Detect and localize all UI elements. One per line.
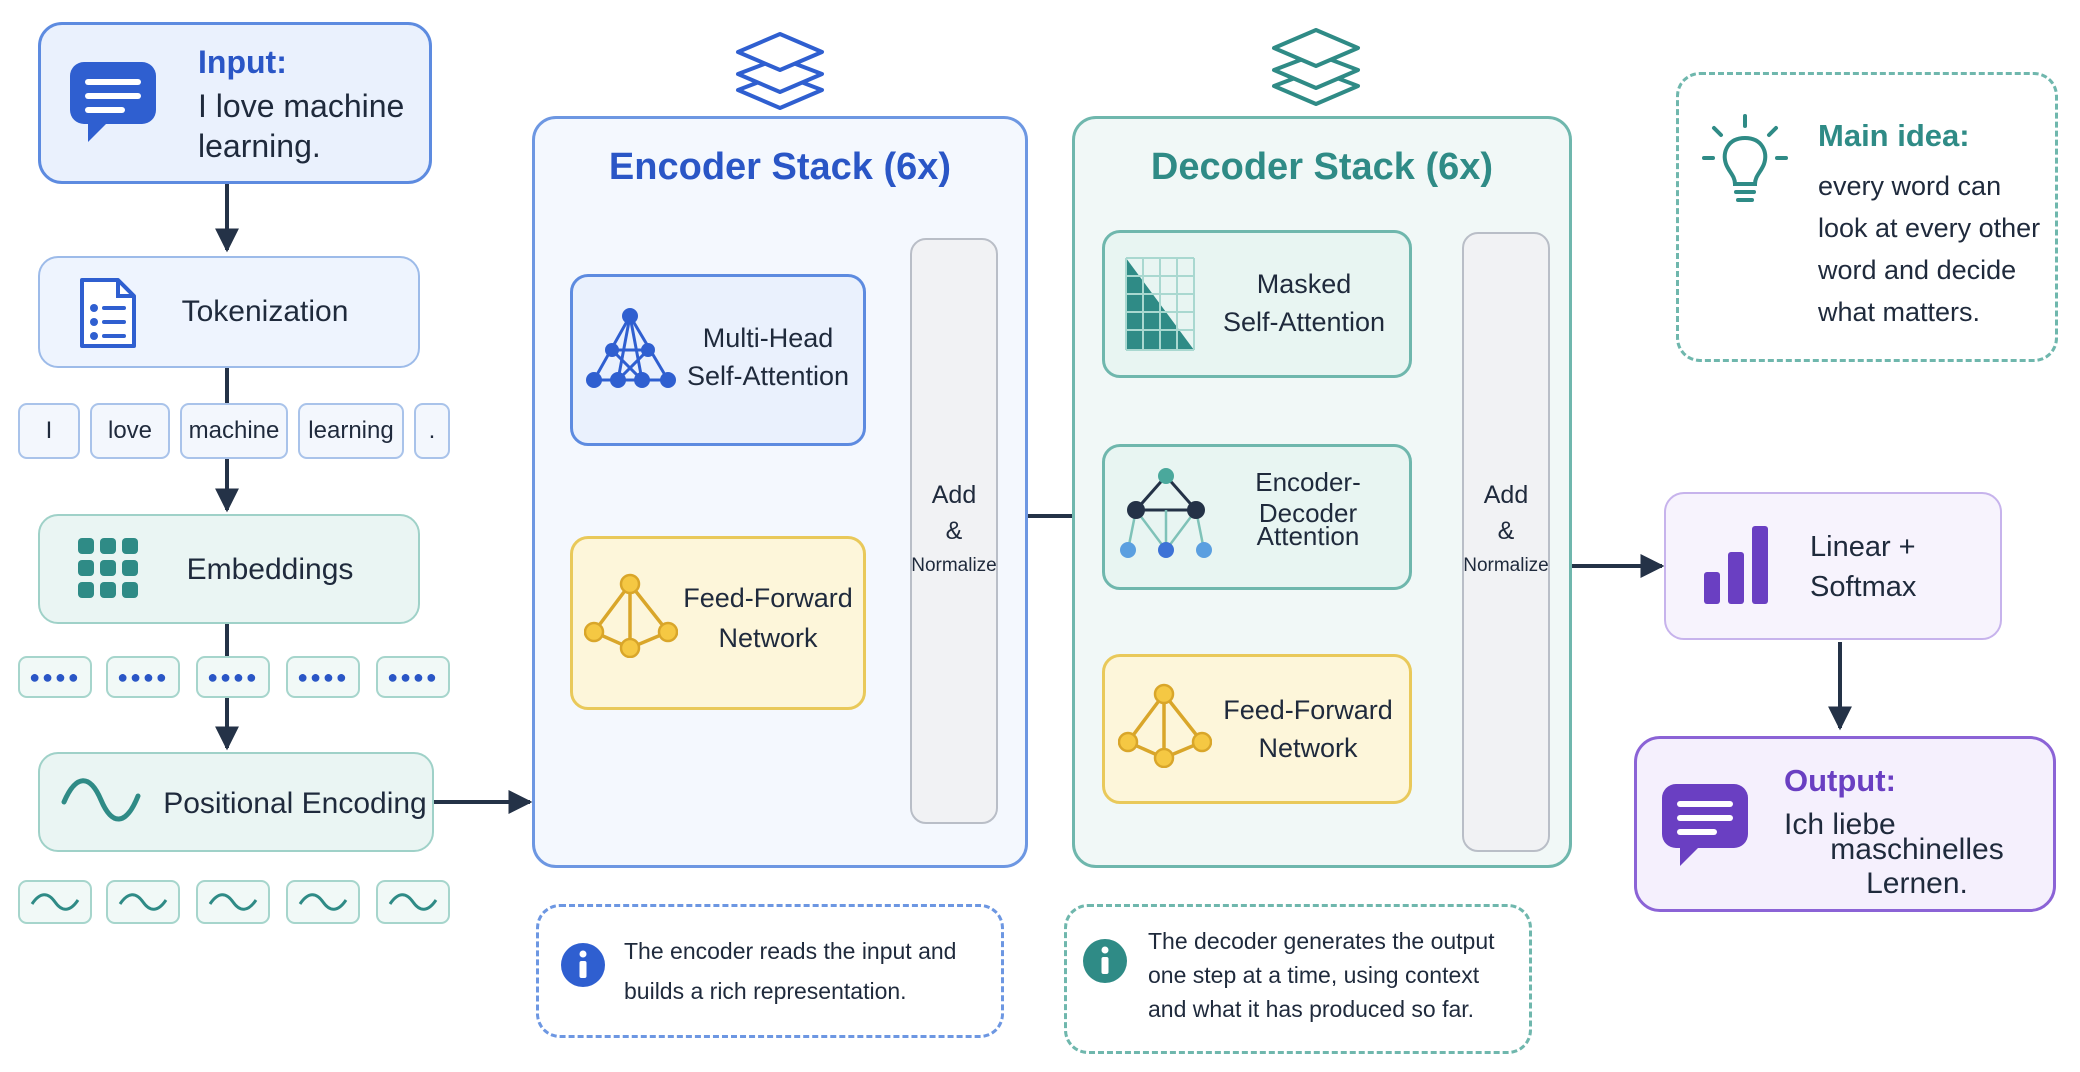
tokenization-label: Tokenization: [181, 295, 349, 328]
encoder-decoder-attention-line1: Encoder-Decoder: [1255, 467, 1361, 528]
encoder-note-box: [536, 904, 1004, 1038]
decoder-note-line2: one step at a time, using context: [1148, 961, 1480, 988]
encoder-ffn-line1: Feed-Forward: [683, 582, 853, 613]
embedding-vector-chip: ●●●●: [376, 656, 450, 698]
encoder-decoder-attention-line2: Attention: [1256, 520, 1360, 551]
lightbulb-icon: [1702, 114, 1788, 202]
decoder-stack-title: Decoder Stack (6x): [1150, 145, 1494, 188]
encoder-decoder-graph-icon: [1120, 468, 1212, 558]
masked-self-attention-line1: Masked: [1256, 268, 1352, 299]
token-chip: .: [414, 403, 450, 459]
masked-self-attention-line2: Self-Attention: [1222, 306, 1386, 337]
encoder-ffn-box: [570, 536, 866, 710]
token-chip: love: [90, 403, 170, 459]
layers-icon: [1272, 28, 1360, 106]
encoder-note-line2: builds a rich representation.: [624, 977, 907, 1004]
decoder-add-normalize-line1: Add: [1483, 480, 1529, 509]
embedding-vector-chip: ●●●●: [106, 656, 180, 698]
decoder-add-normalize-box: [1462, 232, 1550, 852]
encoder-add-normalize-line2: &: [945, 516, 963, 545]
masked-grid-icon: [1125, 257, 1195, 351]
main-idea-title: Main idea:: [1818, 118, 1970, 153]
positional-wave-chip: [376, 880, 450, 924]
main-idea-line1: every word can: [1818, 170, 2002, 201]
linear-softmax-box: [1664, 492, 2002, 640]
main-idea-line3: word and decide: [1818, 254, 2017, 285]
decoder-note-line3: and what it has produced so far.: [1148, 995, 1475, 1022]
linear-softmax-line2: Softmax: [1810, 570, 1917, 603]
embedding-vector-chip: ●●●●: [286, 656, 360, 698]
encoder-ffn-line2: Network: [718, 622, 818, 653]
decoder-note-box: [1064, 904, 1532, 1054]
bar-chart-icon: [1704, 526, 1768, 604]
multi-head-attention-box: [570, 274, 866, 446]
encoder-note-line1: The encoder reads the input and: [624, 937, 957, 964]
encoder-add-normalize-line1: Add: [931, 480, 977, 509]
positional-wave-chip: [286, 880, 360, 924]
decoder-ffn-line2: Network: [1258, 732, 1358, 763]
decoder-ffn-line1: Feed-Forward: [1223, 694, 1393, 725]
token-chip: machine: [180, 403, 288, 459]
decoder-note-line1: The decoder generates the output: [1148, 927, 1495, 954]
main-idea-line2: look at every other: [1818, 212, 2041, 243]
positional-wave-chip: [18, 880, 92, 924]
chat-bubble-icon: [70, 62, 156, 142]
sine-wave-icon: [61, 778, 141, 822]
output-line1: Ich liebe: [1784, 808, 1896, 841]
main-idea-box: [1676, 72, 2058, 362]
token-chip: learning: [298, 403, 404, 459]
dot-grid-icon: [78, 538, 138, 598]
input-title: Input:: [198, 43, 287, 80]
encoder-add-normalize-line3: Normalize: [911, 555, 997, 576]
multi-head-attention-line1: Multi-Head: [702, 322, 834, 353]
decoder-ffn-box: [1102, 654, 1412, 804]
main-idea-line4: what matters.: [1818, 296, 1981, 327]
multi-head-attention-line2: Self-Attention: [686, 360, 850, 391]
layers-icon: [736, 32, 824, 110]
decoder-add-normalize-line2: &: [1497, 516, 1515, 545]
triangle-graph-icon: [584, 573, 678, 658]
input-text-line1: I love machine: [198, 87, 405, 124]
token-chip: I: [18, 403, 80, 459]
positional-wave-chip: [106, 880, 180, 924]
chat-bubble-icon: [1662, 784, 1748, 866]
positional-wave-chip: [196, 880, 270, 924]
linear-softmax-line1: Linear +: [1810, 530, 1916, 563]
encoder-add-normalize-box: [910, 238, 998, 824]
embedding-vector-chip: ●●●●: [196, 656, 270, 698]
encoder-decoder-attention-box: [1102, 444, 1412, 590]
decoder-add-normalize-line3: Normalize: [1463, 555, 1549, 576]
info-icon: [1083, 939, 1127, 983]
embedding-vector-chip: ●●●●: [18, 656, 92, 698]
embeddings-label: Embeddings: [186, 553, 354, 586]
info-icon: [561, 943, 605, 987]
document-list-icon: [80, 278, 136, 348]
input-text-line2: learning.: [198, 127, 321, 164]
output-title: Output:: [1784, 763, 1896, 798]
encoder-stack-title: Encoder Stack (6x): [608, 145, 952, 188]
triangle-graph-icon: [1118, 683, 1212, 768]
output-line2: maschinelles Lernen.: [1830, 833, 2004, 900]
network-graph-icon: [586, 308, 676, 388]
positional-encoding-label: Positional Encoding: [163, 787, 427, 820]
